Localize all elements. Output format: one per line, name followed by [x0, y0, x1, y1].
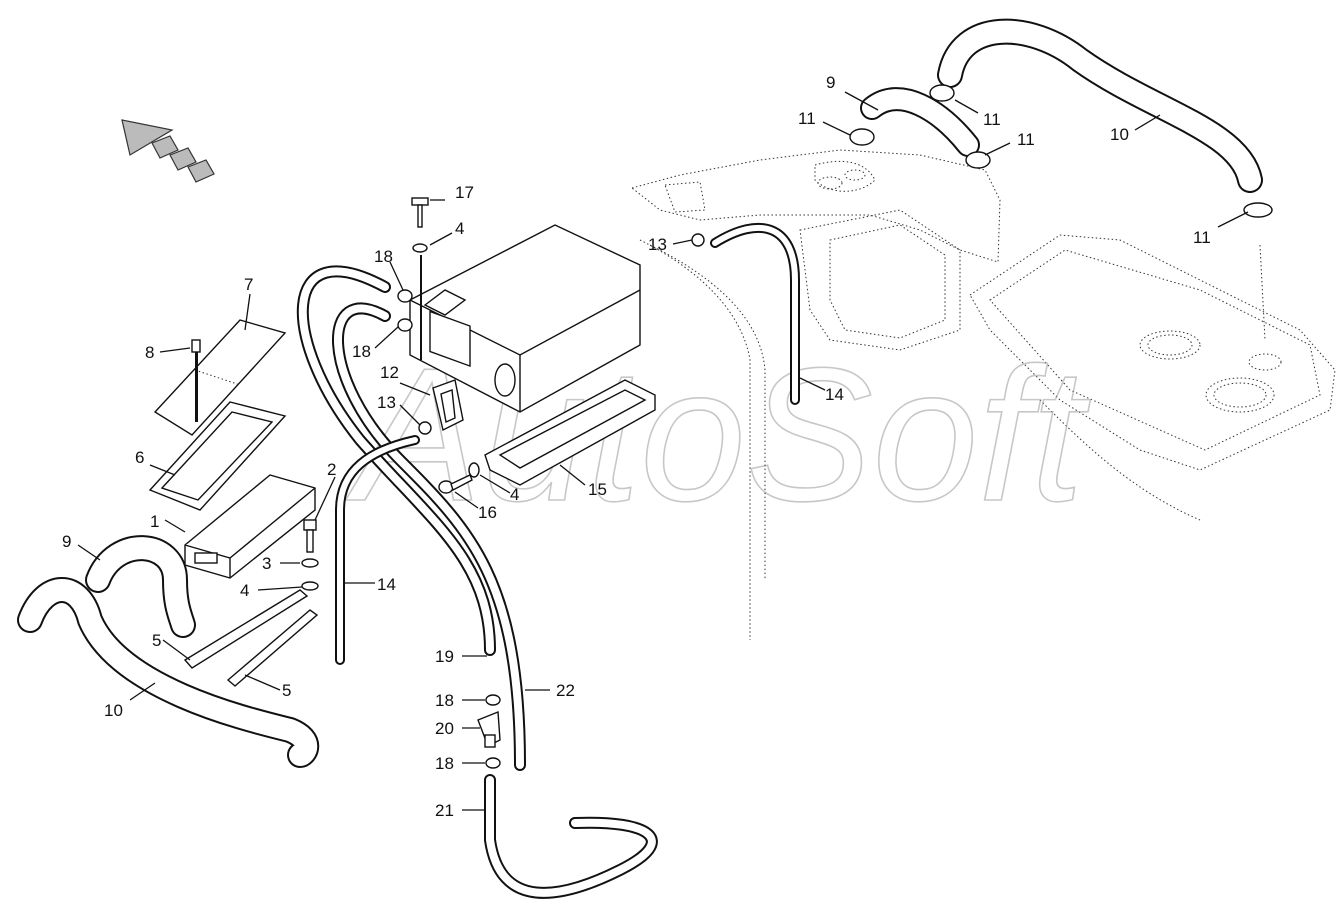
hose-14-right [710, 222, 800, 405]
clamp [397, 84, 1273, 769]
hose-10-top [937, 18, 1263, 193]
callout-10: 10 [1110, 125, 1129, 144]
screw-17 [411, 197, 429, 360]
callout-13: 13 [648, 235, 667, 254]
callout-15: 15 [588, 480, 607, 499]
filter [184, 474, 316, 579]
hose-19 [296, 265, 496, 656]
callout-13: 13 [377, 393, 396, 412]
callout-14: 14 [825, 385, 844, 404]
hose-9-left [85, 535, 196, 638]
callout-20: 20 [435, 719, 454, 738]
callout-5: 5 [282, 681, 291, 700]
callout-11: 11 [1193, 228, 1211, 247]
valve [477, 710, 501, 748]
air-duct [484, 379, 656, 486]
callout-18: 18 [352, 342, 371, 361]
strap [183, 589, 319, 687]
bolt-16 [438, 462, 480, 494]
hose-10-left [17, 577, 320, 768]
callout-4: 4 [240, 581, 249, 600]
hose-14-left [335, 435, 420, 665]
heater-box [409, 224, 641, 413]
callout-11: 11 [798, 109, 816, 128]
callout-7: 7 [244, 275, 253, 294]
callout-18: 18 [435, 754, 454, 773]
callout-2: 2 [327, 460, 336, 479]
callout-22: 22 [556, 681, 575, 700]
callout-17: 17 [455, 183, 474, 202]
callout-9: 9 [826, 73, 835, 92]
gasket [148, 401, 287, 511]
bolt [301, 519, 319, 591]
callout-8: 8 [145, 343, 154, 362]
screw [191, 339, 201, 422]
callout-12: 12 [380, 363, 399, 382]
callout-16: 16 [478, 503, 497, 522]
hose-9-top [860, 87, 980, 157]
callout-18: 18 [374, 247, 393, 266]
callout-14: 14 [377, 575, 396, 594]
callout-5: 5 [152, 631, 161, 650]
callout-9: 9 [62, 532, 71, 551]
seal [432, 379, 464, 432]
cover-plate [153, 319, 287, 436]
callout-10: 10 [104, 701, 123, 720]
front-direction-arrow-icon [121, 119, 215, 183]
callout-4: 4 [510, 485, 519, 504]
callout-4: 4 [455, 219, 464, 238]
callout-1: 1 [150, 512, 159, 531]
callout-labels: 1 2 3 4 4 4 5 5 6 7 8 9 9 10 10 11 11 11… [62, 73, 1211, 820]
callout-6: 6 [135, 448, 144, 467]
callout-3: 3 [262, 554, 271, 573]
leader-lines [77, 91, 1249, 811]
callout-11: 11 [1017, 130, 1035, 149]
hose-22 [331, 302, 526, 771]
callout-19: 19 [435, 647, 454, 666]
callout-21: 21 [435, 801, 454, 820]
callout-18: 18 [435, 691, 454, 710]
vehicle-body-outline [630, 149, 1336, 521]
hose-21 [484, 774, 658, 899]
callout-11: 11 [983, 110, 1001, 129]
